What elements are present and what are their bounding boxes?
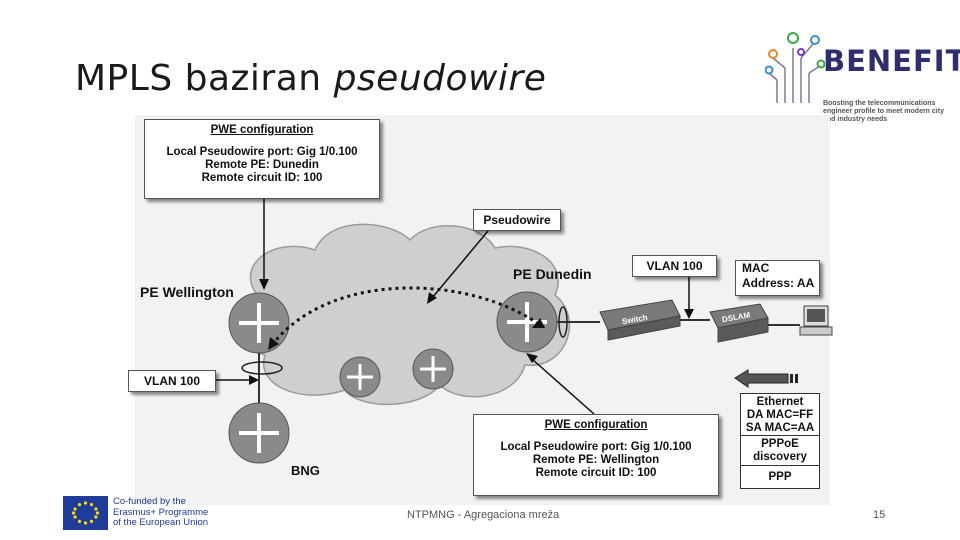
page-number: 15 [873, 509, 886, 521]
title-italic: pseudowire [333, 58, 547, 99]
router-pe-dunedin-icon [496, 291, 558, 353]
vlan-left-label-box: VLAN 100 [128, 370, 216, 392]
left-arrow-icon [734, 369, 798, 388]
pseudowire-label-box: Pseudowire [473, 209, 561, 231]
pwe-config-bottom-line: Remote circuit ID: 100 [535, 467, 657, 479]
pwe-config-top-line: Remote circuit ID: 100 [201, 172, 323, 184]
mac-line: Address: AA [742, 276, 815, 290]
vlan-top-label-box: VLAN 100 [632, 255, 717, 277]
frame-ethernet-title: Ethernet [756, 396, 804, 408]
dslam-icon: DSLAM [709, 303, 769, 343]
slide-footer: NTPMNG - Agregaciona mreža [407, 509, 560, 521]
frame-pppoe-discovery: PPPoE discovery [741, 436, 819, 466]
benefit-wordmark: BENEFIT [823, 44, 960, 78]
benefit-logo: BENEFIT Boosting the telecommunications … [765, 28, 960, 123]
circuit-tree-icon [765, 32, 825, 103]
router-pe-wellington-icon [228, 292, 290, 354]
pwe-config-bottom-line: Local Pseudowire port: Gig 1/0.100 [500, 441, 692, 453]
pe-dunedin-label: PE Dunedin [513, 266, 592, 282]
mac-address-box: MAC Address: AA [735, 260, 820, 296]
pe-wellington-label: PE Wellington [140, 284, 234, 300]
title-plain: MPLS baziran [75, 58, 334, 99]
pwe-config-top-heading: PWE configuration [210, 124, 314, 136]
pwe-config-top: PWE configuration Local Pseudowire port:… [144, 119, 380, 199]
computer-icon [799, 305, 833, 336]
slide-title: MPLS baziran pseudowire [75, 58, 546, 99]
switch-label: Switch [621, 313, 648, 326]
pwe-config-bottom: PWE configuration Local Pseudowire port:… [473, 414, 719, 496]
frame-stack: Ethernet DA MAC=FF SA MAC=AA PPPoE disco… [740, 393, 820, 489]
router-bng-icon [228, 402, 290, 464]
pwe-config-bottom-heading: PWE configuration [544, 419, 648, 431]
mac-line: MAC [742, 261, 770, 275]
frame-da-mac: DA MAC=FF [746, 409, 814, 421]
eu-logo-text: Co-funded by the Erasmus+ Programme of t… [113, 496, 209, 529]
bng-label: BNG [291, 463, 320, 478]
pwe-config-top-line: Local Pseudowire port: Gig 1/0.100 [166, 146, 358, 158]
mpls-cloud-shape [239, 223, 571, 406]
eu-text-line: Erasmus+ Programme [113, 506, 209, 518]
eu-flag-icon [63, 496, 108, 530]
frame-sa-mac: SA MAC=AA [745, 422, 815, 434]
frame-ethernet: Ethernet DA MAC=FF SA MAC=AA [741, 394, 819, 436]
eu-text-line: Co-funded by the [113, 496, 186, 507]
benefit-tagline: Boosting the telecommunications engineer… [823, 100, 944, 123]
frame-ppp: PPP [768, 471, 792, 483]
eu-erasmus-logo: Co-funded by the Erasmus+ Programme of t… [63, 496, 233, 530]
router-core-1-icon [339, 356, 381, 398]
pwe-config-bottom-line: Remote PE: Wellington [532, 454, 660, 466]
router-core-2-icon [412, 348, 454, 390]
switch-icon: Switch [599, 299, 681, 341]
eu-text-line: of the European Union [113, 517, 209, 528]
pwe-config-top-line: Remote PE: Dunedin [205, 159, 319, 171]
